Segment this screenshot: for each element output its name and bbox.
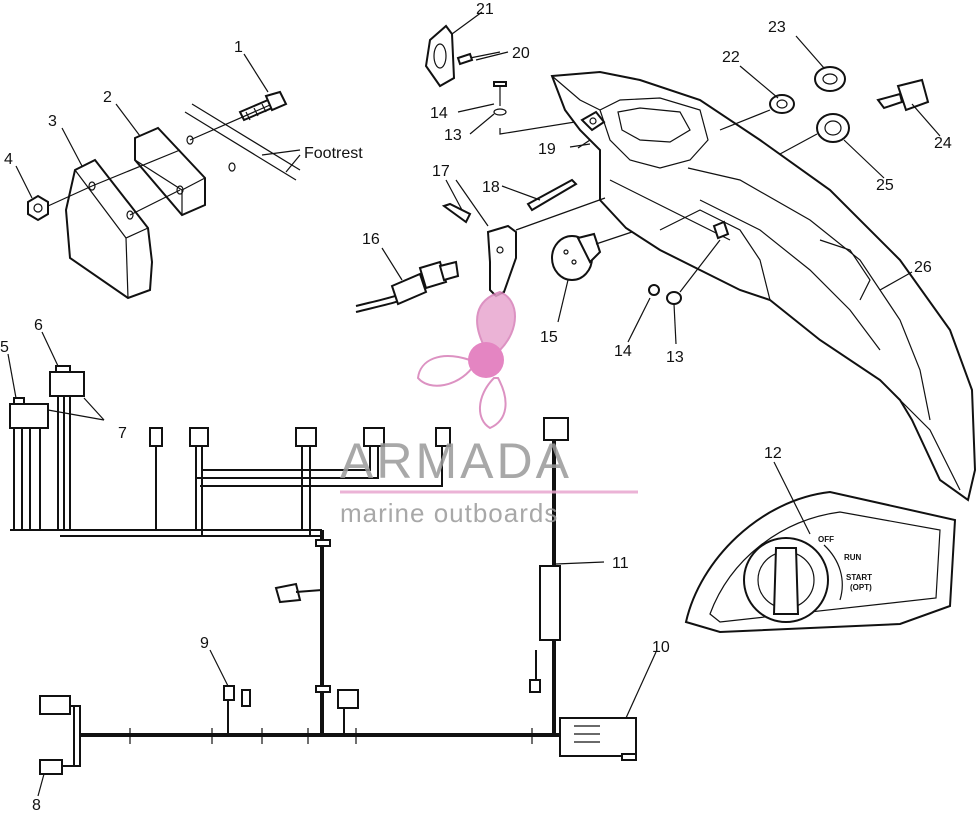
choke-cable [355,260,460,313]
callout-17: 17 [432,163,450,180]
callout-26: 26 [914,259,932,276]
spring-pin [526,178,578,212]
footrest-label: Footrest [304,145,363,162]
callout-7: 7 [118,425,127,442]
callout-3: 3 [48,113,57,130]
callouts: 1 2 3 4 5 6 7 8 9 10 11 12 13 14 15 16 1… [0,1,952,813]
propeller-hub [468,342,504,378]
ignition-key [876,78,930,112]
callout-5: 5 [0,339,9,356]
switch-label-opt: (OPT) [850,583,872,592]
choke-lever [486,197,606,298]
switch-label-off: OFF [818,535,834,544]
ignition-switch-panel: OFF RUN START (OPT) [684,490,957,634]
propeller-blade [478,377,507,430]
callout-2: 2 [103,89,112,106]
watermark: ARMADA marine outboards [340,290,638,528]
console-body [550,70,977,502]
pin [441,202,472,224]
propeller-blade [416,355,474,387]
footrest-pad [64,149,181,300]
callout-11: 11 [612,555,629,572]
key-switch [551,231,633,281]
grommet-nut [779,113,850,155]
callout-13-second: 13 [666,349,684,366]
callout-24: 24 [934,135,952,152]
propeller-blade [476,290,516,351]
bolt [238,90,288,122]
leader-lines [7,11,941,797]
callout-18: 18 [482,179,500,196]
propeller-logo [416,290,516,430]
wire-harness [9,365,637,775]
nut [27,185,93,222]
callout-10: 10 [652,639,670,656]
spacer-block [134,104,271,217]
callout-25: 25 [876,177,894,194]
callout-23: 23 [768,19,786,36]
switch-label-start: START [846,573,872,582]
callout-6: 6 [34,317,43,334]
callout-1: 1 [234,39,243,56]
callout-19: 19 [538,141,556,158]
watermark-subtitle: marine outboards [340,498,558,528]
screw [493,81,601,135]
callout-8: 8 [32,797,41,813]
callout-15: 15 [540,329,558,346]
callout-22: 22 [722,49,740,66]
watermark-title: ARMADA [340,433,572,489]
callout-4: 4 [4,151,13,168]
callout-16: 16 [362,231,380,248]
switch-label-run: RUN [844,553,862,562]
callout-9: 9 [200,635,209,652]
grommet-large [814,66,846,92]
mount-bracket [424,24,501,88]
hex-bolt [648,284,682,305]
callout-12: 12 [764,445,782,462]
footrest-assembly [27,90,301,300]
callout-13: 13 [444,127,462,144]
callout-20: 20 [512,45,530,62]
callout-14-second: 14 [614,343,632,360]
grommet-small [719,94,795,131]
callout-14: 14 [430,105,448,122]
callout-21: 21 [476,1,494,18]
